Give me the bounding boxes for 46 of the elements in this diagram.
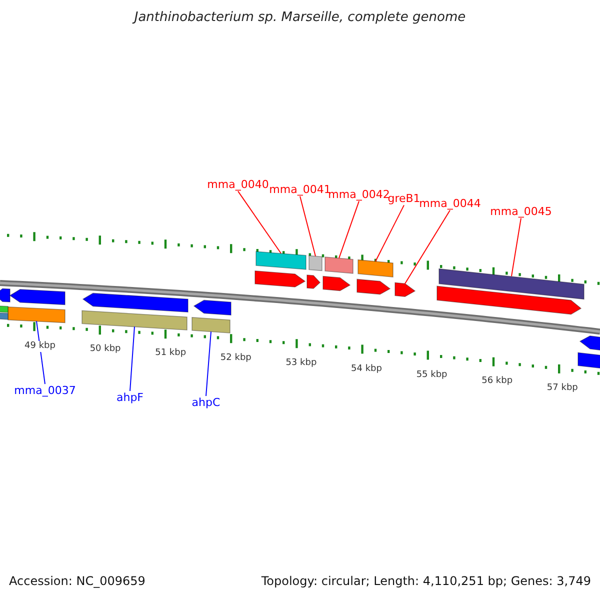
scale-label: 53 kbp	[284, 358, 318, 369]
gene-feature	[579, 335, 600, 352]
gene-feature	[82, 292, 188, 313]
gene-feature	[356, 278, 391, 295]
gene-bar	[8, 306, 66, 324]
leader-line	[338, 200, 360, 259]
leader-line	[375, 204, 404, 262]
gene-label: ahpF	[116, 391, 144, 404]
gene-label: mma_0042	[328, 188, 390, 202]
gene-feature	[306, 274, 321, 289]
gene-label: ahpC	[192, 396, 220, 410]
scale-label: 56 kbp	[480, 376, 514, 387]
leader-line	[238, 190, 282, 254]
gene-bar	[0, 305, 8, 313]
leader-line	[300, 196, 316, 257]
gene-bar	[578, 352, 600, 370]
gene-feature	[193, 300, 232, 316]
gene-bar	[0, 312, 8, 320]
scale-label: 55 kbp	[415, 370, 448, 380]
scale-label: 57 kbp	[546, 383, 579, 394]
gene-label: mma_0045	[490, 205, 552, 218]
gene-bar	[192, 316, 230, 334]
gene-bar	[82, 310, 188, 330]
genome-summary-text: Topology: circular; Length: 4,110,251 bp; Genes: 3,749	[261, 574, 591, 588]
gene-bar	[324, 256, 354, 274]
scale-label: 52 kbp	[219, 352, 252, 364]
leader-line	[130, 326, 135, 392]
gene-feature	[436, 286, 582, 315]
leader-line	[206, 331, 212, 396]
title: Janthinobacterium sp. Marseille, complete genome	[134, 10, 466, 26]
gene-label: mma_0044	[419, 197, 481, 210]
gene-label: mma_0040	[207, 178, 269, 192]
gene-label: greB1	[388, 192, 420, 206]
gene-bar	[256, 251, 306, 270]
leader-line	[404, 210, 450, 284]
leader-line	[511, 218, 522, 277]
scale-label: 51 kbp	[154, 348, 188, 360]
accession-text: Accession: NC_009659	[9, 574, 146, 588]
scale-label: 50 kbp	[88, 344, 122, 356]
gene-bar	[308, 255, 322, 272]
scale-label: 54 kbp	[350, 364, 383, 374]
gene-label: mma_0037	[14, 384, 76, 398]
gene-bar	[358, 259, 394, 278]
scale-label: 49 kbp	[24, 340, 56, 352]
gene-feature	[394, 282, 416, 298]
gene-bar	[438, 268, 584, 300]
